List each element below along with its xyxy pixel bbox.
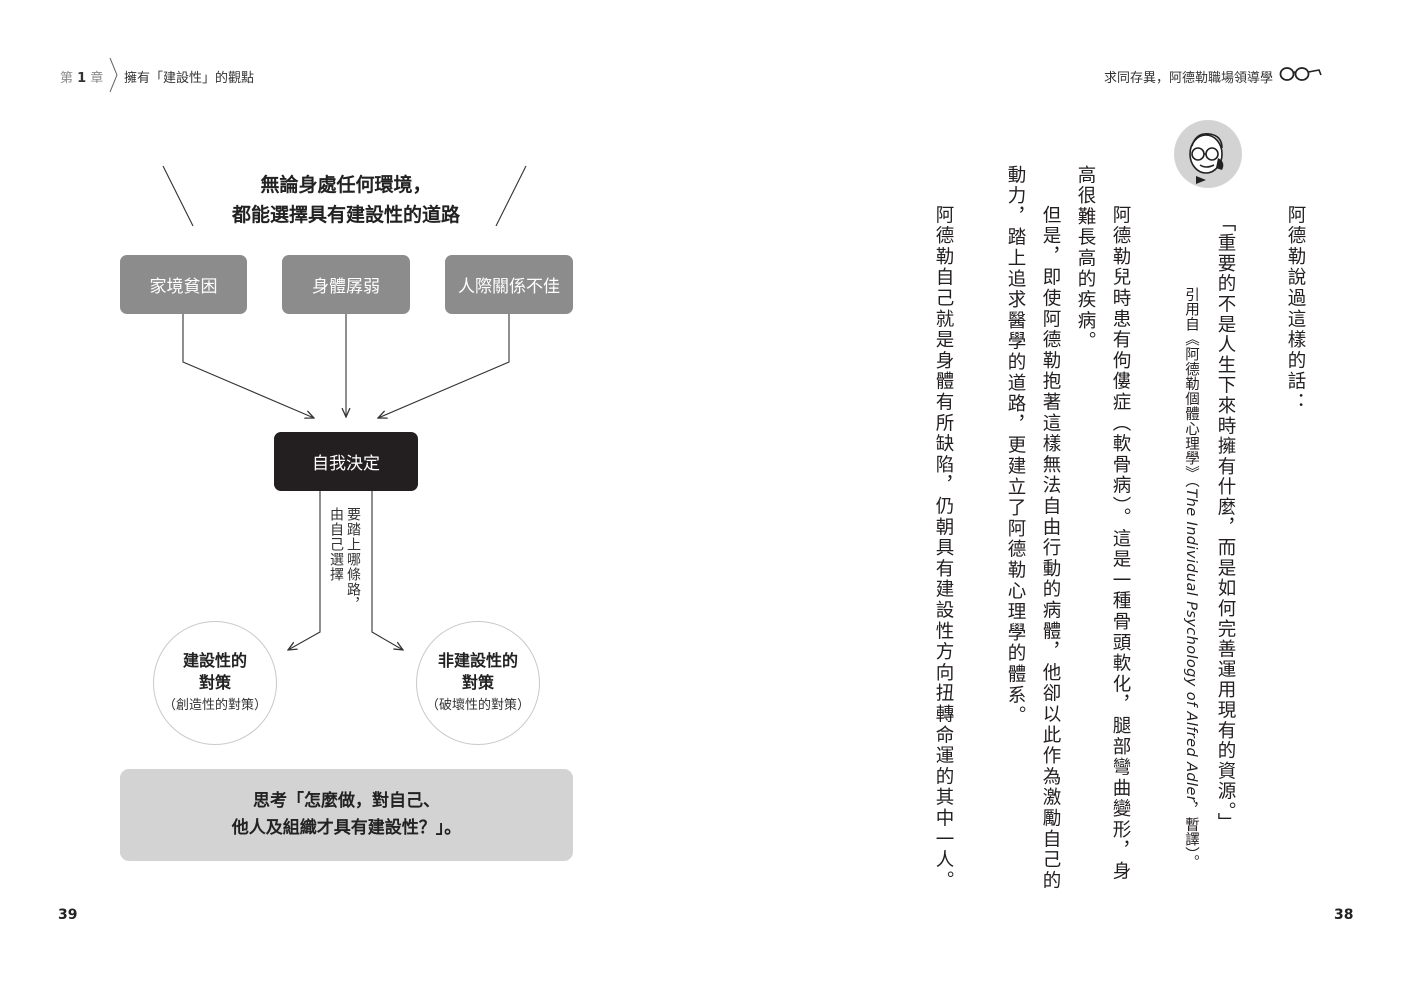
adler-portrait-icon: [1174, 120, 1242, 188]
quote-column: 「重要的不是人生下來時擁有什麼，而是如何完善運用現有的資源。」: [1215, 213, 1236, 834]
chapter-divider-chevron: [109, 57, 118, 93]
text-column-4: 阿德勒兒時患有佝僂症（軟骨病）。這是一種骨頭軟化，腿部彎曲變形，身: [1110, 205, 1131, 883]
citation-english-title: The Individual Psychology of Alfred Adle…: [1183, 488, 1199, 803]
text-column-7: 動力，踏上追求醫學的道路，更建立了阿德勒心理學的體系。: [1005, 165, 1026, 727]
text-column-1: 阿德勒說過這樣的話：: [1285, 205, 1306, 413]
diagram-connectors: [162, 165, 527, 900]
text-column-5: 高很難長高的疾病。: [1075, 165, 1096, 353]
chapter-label: 第 1 章: [60, 71, 104, 86]
chapter-title: 擁有「建設性」的觀點: [124, 71, 255, 86]
conclusion-box: 思考「怎麼做，對自己、 他人及組織才具有建設性？」。: [120, 769, 573, 861]
circumstance-box-poor-relations: 人際關係不佳: [445, 255, 573, 314]
nonconstructive-strategy-circle: 非建設性的 對策 （破壞性的對策）: [416, 621, 540, 745]
page-number-right: 38: [1334, 907, 1354, 923]
diagram-title: 無論身處任何環境， 都能選擇具有建設性的道路: [231, 174, 460, 226]
self-determination-box: 自我決定: [274, 432, 418, 491]
page-number-left: 39: [58, 907, 78, 923]
glasses-icon: [1279, 67, 1322, 81]
chapter-number: 1: [77, 71, 87, 86]
path-note: 要踏上哪條路， 由自己選擇: [328, 507, 361, 612]
circumstance-box-poverty: 家境貧困: [120, 255, 247, 314]
text-column-8: 阿德勒自己就是身體有所缺陷，仍朝具有建設性方向扭轉命運的其中一人。: [933, 205, 954, 892]
book-title: 求同存異，阿德勒職場領導學: [1103, 71, 1273, 86]
text-column-6: 但是，即使阿德勒抱著這樣無法自由行動的病體，他卻以此作為激勵自己的: [1040, 205, 1061, 892]
citation-column: 引用自《阿德勒個體心理學》（The Individual Psychology …: [1183, 287, 1199, 870]
circumstance-box-weak-body: 身體孱弱: [282, 255, 410, 314]
constructive-strategy-circle: 建設性的 對策 （創造性的對策）: [153, 621, 277, 745]
